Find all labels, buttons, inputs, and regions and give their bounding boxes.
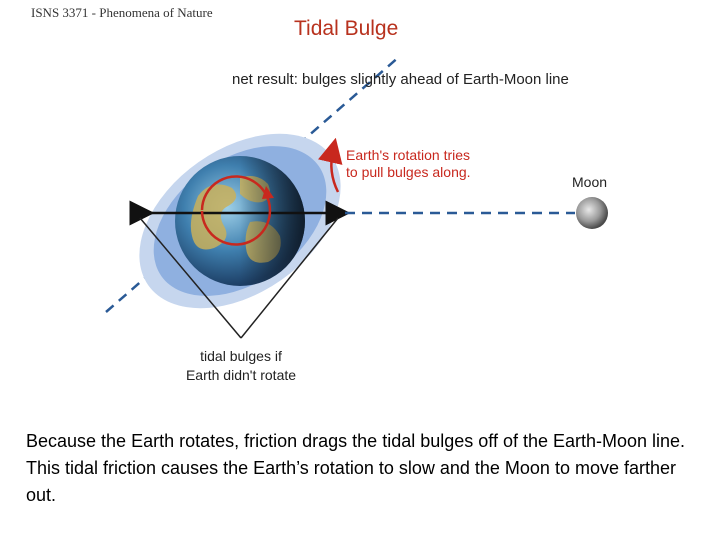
rotation-note-line1: Earth's rotation tries (346, 147, 470, 163)
slide-title: Tidal Bulge (294, 17, 399, 40)
pull-arrow (318, 137, 343, 193)
caption-text: Because the Earth rotates, friction drag… (26, 431, 686, 505)
rotation-circle-arrow (200, 175, 272, 246)
rotation-arrowhead (262, 186, 274, 199)
moon-label: Moon (572, 174, 607, 190)
no-rotation-line1: tidal bulges if (200, 348, 282, 364)
net-result-label: net result: bulges slightly ahead of Ear… (232, 71, 569, 88)
moon (576, 197, 608, 229)
tidal-bulge-diagram: net result: bulges slightly ahead of Ear… (105, 55, 608, 383)
pointer-line-right (240, 217, 339, 339)
no-rotation-line2: Earth didn't rotate (186, 367, 296, 383)
course-label: ISNS 3371 - Phenomena of Nature (31, 5, 213, 20)
rotation-note-line2: to pull bulges along. (346, 164, 471, 180)
pointer-line-left (139, 217, 242, 339)
